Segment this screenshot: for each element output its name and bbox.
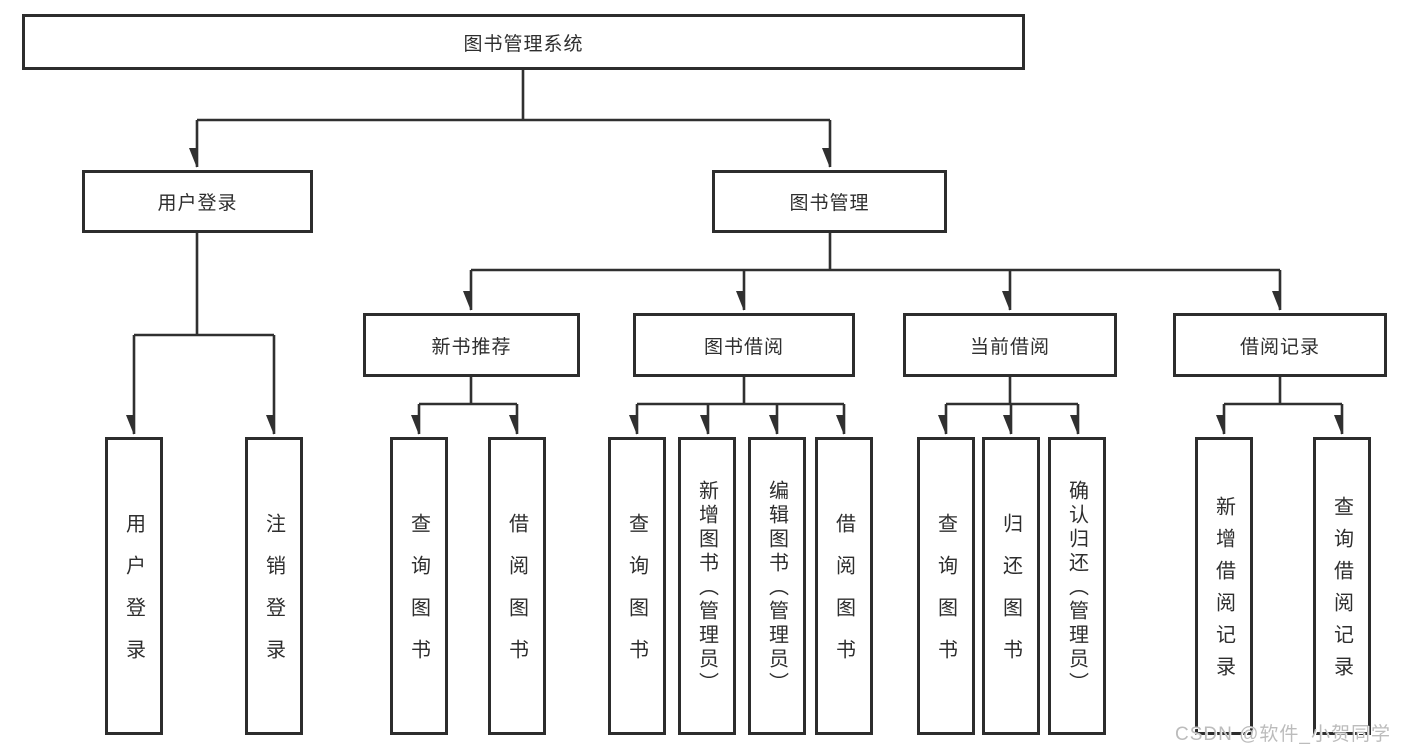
connector-newrec-split [419,377,517,406]
node-borrow-record: 借阅记录 [1173,313,1387,377]
csdn-watermark: CSDN @软件_小贺同学 [1175,724,1391,745]
leaf-query-books-1: 查询图书 [390,437,448,735]
leaf-label: 借阅图书 [505,513,528,681]
leaf-edit-books-admin: 编辑图书（管理员） [748,437,806,735]
node-label: 用户登录 [157,193,238,214]
leaf-add-borrow-record: 新增借阅记录 [1195,437,1253,735]
leaf-logout: 注销登录 [245,437,303,735]
node-library-management-system: 图书管理系统 [22,14,1025,70]
connector-current-split [946,377,1078,406]
leaf-label: 用户登录 [122,513,145,681]
leaf-user-login: 用户登录 [105,437,163,735]
leaf-confirm-return-admin: 确认归还（管理员） [1048,437,1106,735]
leaf-label: 确认归还（管理员） [1065,480,1088,696]
leaf-add-books-admin: 新增图书（管理员） [678,437,736,735]
connector-bookmgmt-split [471,233,1280,272]
connector-userlogin-split [134,233,274,337]
leaf-label: 查询图书 [625,513,648,681]
leaf-label: 借阅图书 [832,513,855,681]
leaf-label: 归还图书 [999,513,1022,681]
leaf-label: 注销登录 [262,513,285,681]
node-label: 当前借阅 [969,336,1050,358]
connector-root-split [197,70,830,122]
node-label: 图书借阅 [703,336,784,358]
leaf-return-books: 归还图书 [982,437,1040,735]
node-book-borrow: 图书借阅 [633,313,855,377]
leaf-label: 查询图书 [407,513,430,681]
leaf-label: 新增图书（管理员） [695,480,718,696]
node-label: 新书推荐 [431,336,512,358]
leaf-borrow-books-1: 借阅图书 [488,437,546,735]
leaf-label: 编辑图书（管理员） [765,480,788,696]
node-new-book-recommend: 新书推荐 [363,313,580,377]
node-current-borrow: 当前借阅 [903,313,1117,377]
leaf-label: 新增借阅记录 [1212,496,1235,688]
leaf-query-books-2: 查询图书 [608,437,666,735]
leaf-borrow-books-2: 借阅图书 [815,437,873,735]
connector-record-split [1224,377,1342,406]
node-user-login: 用户登录 [82,170,313,233]
node-book-management: 图书管理 [712,170,947,233]
leaf-label: 查询借阅记录 [1330,496,1353,688]
node-label: 图书管理系统 [463,33,584,55]
leaf-query-books-3: 查询图书 [917,437,975,735]
connector-borrow-split [637,377,844,406]
leaf-query-borrow-record: 查询借阅记录 [1313,437,1371,735]
node-label: 借阅记录 [1239,336,1320,358]
leaf-label: 查询图书 [934,513,957,681]
node-label: 图书管理 [789,193,870,214]
